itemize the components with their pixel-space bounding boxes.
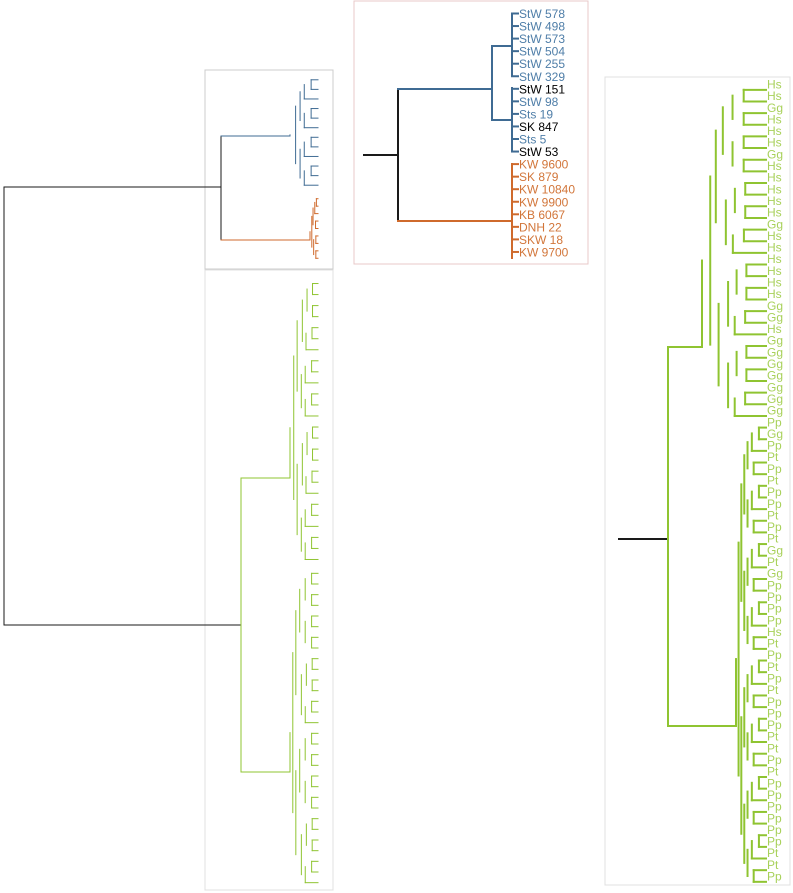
right-zoom-tree: HsHsGgHsHsHsGgHsHsHsHsHsGgHsHsHsHsHsHsGg… xyxy=(618,78,783,884)
right-zoom-tip-label: Pt xyxy=(767,555,779,569)
right-zoom-tip-label: Hs xyxy=(767,124,782,138)
right-zoom-tip-label: Pp xyxy=(767,776,782,790)
top-zoom-tip-label: KW 10840 xyxy=(519,183,575,197)
left-blue-orange-zoom-frame xyxy=(204,69,334,270)
right-zoom-tip-label: Pt xyxy=(767,765,779,779)
top-zoom-tip-label: SKW 18 xyxy=(519,233,563,247)
right-zoom-tip-label: Gg xyxy=(767,217,783,231)
right-zoom-tip-label: Pp xyxy=(767,602,782,616)
right-zoom-tip-label: Pp xyxy=(767,753,782,767)
right-zoom-tip-label: Hs xyxy=(767,206,782,220)
right-zoom-tip-label: Gg xyxy=(767,299,783,313)
right-zoom-tip-label: Gg xyxy=(767,310,783,324)
right-zoom-tip-label: Gg xyxy=(767,334,783,348)
top-zoom-panel-frame xyxy=(353,0,589,265)
right-zoom-panel-frame xyxy=(604,76,791,886)
overview-tree xyxy=(3,79,319,884)
right-zoom-tip-label: Pt xyxy=(767,508,779,522)
top-zoom-tip-label: StW 573 xyxy=(519,32,565,46)
right-zoom-tip-label: Gg xyxy=(767,567,783,581)
right-zoom-tip-label: Pp xyxy=(767,706,782,720)
right-zoom-tip-label: Pt xyxy=(767,660,779,674)
right-zoom-tip-label: Hs xyxy=(767,322,782,336)
right-zoom-tip-label: Pt xyxy=(767,741,779,755)
right-zoom-tip-label: Pp xyxy=(767,520,782,534)
right-zoom-tip-label: Hs xyxy=(767,276,782,290)
right-zoom-tip-label: Hs xyxy=(767,89,782,103)
right-zoom-tip-label: Hs xyxy=(767,171,782,185)
right-zoom-tip-label: Hs xyxy=(767,136,782,150)
right-zoom-tip-label: Pt xyxy=(767,846,779,860)
right-zoom-tip-label: Pp xyxy=(767,870,782,884)
top-zoom-tip-label: SK 879 xyxy=(519,170,559,184)
top-zoom-tip-label: StW 498 xyxy=(519,20,565,34)
right-zoom-tip-label: Pp xyxy=(767,578,782,592)
right-zoom-tip-label: Hs xyxy=(767,252,782,266)
right-zoom-tip-label: Gg xyxy=(767,427,783,441)
right-zoom-tip-label: Pp xyxy=(767,485,782,499)
right-zoom-tip-label: Pt xyxy=(767,683,779,697)
right-zoom-tip-label: Pt xyxy=(767,637,779,651)
right-zoom-tip-label: Gg xyxy=(767,392,783,406)
right-zoom-tip-label: Pt xyxy=(767,858,779,872)
right-zoom-tip-label: Gg xyxy=(767,147,783,161)
right-zoom-tip-label: Pp xyxy=(767,415,782,429)
top-zoom-tip-label: StW 504 xyxy=(519,45,565,59)
top-zoom-tip-label: StW 98 xyxy=(519,95,559,109)
top-zoom-tip-label: KW 9600 xyxy=(519,158,569,172)
right-zoom-tip-label: Pp xyxy=(767,648,782,662)
right-zoom-tip-label: Hs xyxy=(767,112,782,126)
left-green-zoom-frame xyxy=(204,269,334,891)
top-zoom-tip-label: StW 578 xyxy=(519,7,565,21)
right-zoom-tip-label: Hs xyxy=(767,264,782,278)
right-zoom-tip-label: Pt xyxy=(767,450,779,464)
top-zoom-tip-label: SK 847 xyxy=(519,120,559,134)
right-zoom-tip-label: Hs xyxy=(767,194,782,208)
top-zoom-tip-label: KW 9700 xyxy=(519,245,569,259)
right-zoom-tip-label: Gg xyxy=(767,404,783,418)
right-zoom-tip-label: Hs xyxy=(767,182,782,196)
right-zoom-tip-label: Pp xyxy=(767,590,782,604)
right-zoom-tip-label: Pp xyxy=(767,811,782,825)
right-zoom-tip-label: Pt xyxy=(767,730,779,744)
right-zoom-tip-label: Hs xyxy=(767,229,782,243)
right-zoom-tip-label: Hs xyxy=(767,241,782,255)
right-zoom-tip-label: Gg xyxy=(767,380,783,394)
right-zoom-tip-label: Pp xyxy=(767,462,782,476)
right-zoom-tip-label: Pp xyxy=(767,497,782,511)
right-zoom-tip-label: Pp xyxy=(767,439,782,453)
right-zoom-tip-label: Hs xyxy=(767,159,782,173)
right-zoom-tip-label: Pp xyxy=(767,835,782,849)
right-zoom-tip-label: Pp xyxy=(767,613,782,627)
right-zoom-tip-label: Pt xyxy=(767,532,779,546)
right-zoom-tip-label: Hs xyxy=(767,287,782,301)
right-zoom-tip-label: Pp xyxy=(767,672,782,686)
top-zoom-tip-label: StW 329 xyxy=(519,70,565,84)
right-zoom-tip-label: Gg xyxy=(767,357,783,371)
top-zoom-tip-label: Sts 19 xyxy=(519,107,553,121)
right-zoom-tip-label: Gg xyxy=(767,345,783,359)
right-zoom-tip-label: Pt xyxy=(767,474,779,488)
right-zoom-tip-label: Pp xyxy=(767,800,782,814)
top-zoom-tip-label: KW 9900 xyxy=(519,195,569,209)
top-zoom-tip-label: StW 53 xyxy=(519,145,559,159)
right-zoom-tip-label: Gg xyxy=(767,543,783,557)
top-zoom-tip-label: KB 6067 xyxy=(519,208,565,222)
right-zoom-tip-label: Pp xyxy=(767,718,782,732)
right-zoom-tip-label: Hs xyxy=(767,625,782,639)
right-zoom-tip-label: Pp xyxy=(767,823,782,837)
right-zoom-tip-label: Pp xyxy=(767,695,782,709)
right-zoom-tip-label: Gg xyxy=(767,101,783,115)
top-zoom-tip-label: DNH 22 xyxy=(519,220,562,234)
right-zoom-tip-label: Gg xyxy=(767,369,783,383)
right-zoom-tip-label: Pp xyxy=(767,788,782,802)
top-zoom-tip-label: StW 255 xyxy=(519,57,565,71)
top-zoom-tip-label: StW 151 xyxy=(519,82,565,96)
right-zoom-tip-label: Hs xyxy=(767,78,782,92)
top-zoom-tip-label: Sts 5 xyxy=(519,133,547,147)
